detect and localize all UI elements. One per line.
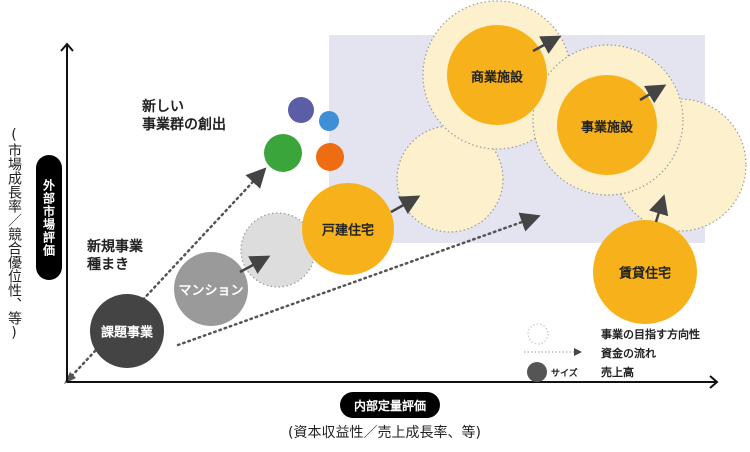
legend-size-icon	[527, 362, 547, 382]
arrow-condominium	[239, 255, 271, 274]
circle-condominium	[174, 252, 248, 326]
arrow-business-facility	[639, 84, 667, 104]
annotation-line: 新規事業	[87, 239, 143, 255]
circle-commercial-facility	[447, 25, 547, 125]
label-condominium: マンション	[178, 283, 244, 299]
x-axis-arrowhead	[709, 375, 719, 389]
circle-rental-housing	[593, 220, 697, 324]
new-business-dot-purple	[288, 97, 314, 123]
annotation-line: 事業群の創出	[142, 117, 226, 133]
legend-direction-icon	[527, 323, 549, 345]
annotation-line: 種まき	[87, 257, 129, 273]
arrow-rental	[649, 194, 669, 223]
circle-detached-house	[302, 183, 394, 275]
new-business-dot-blue	[319, 111, 339, 131]
legend-direction-label: 事業の目指す方向性	[601, 328, 700, 341]
new-business-dot-green	[264, 134, 302, 172]
annotation-new-business-group: 新しい 事業群の創出	[142, 98, 226, 134]
label-business-facility: 事業施設	[580, 120, 634, 136]
y-axis-label: 外部市場評価	[36, 155, 62, 280]
label-rental-housing: 賃貸住宅	[618, 266, 672, 282]
annotation-line: 新しい	[142, 99, 184, 115]
y-axis-arrowhead	[60, 42, 74, 52]
circle-issue-business	[90, 294, 164, 368]
new-business-dot-orange	[316, 143, 344, 171]
legend-size-label: 売上高	[601, 366, 634, 379]
legend-size-marker: サイズ	[551, 369, 578, 379]
annotation-new-business-seed: 新規事業 種まき	[87, 238, 143, 274]
circle-business-facility	[557, 75, 657, 175]
label-issue-business: 課題事業	[100, 325, 154, 341]
x-axis-sublabel: (資本収益性／売上成長率、等)	[288, 425, 481, 441]
x-axis-label: 内部定量評価	[340, 392, 440, 418]
legend-flow-label: 資金の流れ	[601, 347, 656, 360]
arrow-detached-house	[390, 195, 421, 215]
label-commercial-facility: 商業施設	[470, 70, 524, 86]
arrow-commercial	[532, 35, 562, 54]
label-detached-house: 戸建住宅	[321, 223, 375, 239]
y-axis-sublabel: (市場成長率／競合優位性、等)	[6, 127, 22, 341]
flow-line-upper	[66, 167, 267, 382]
